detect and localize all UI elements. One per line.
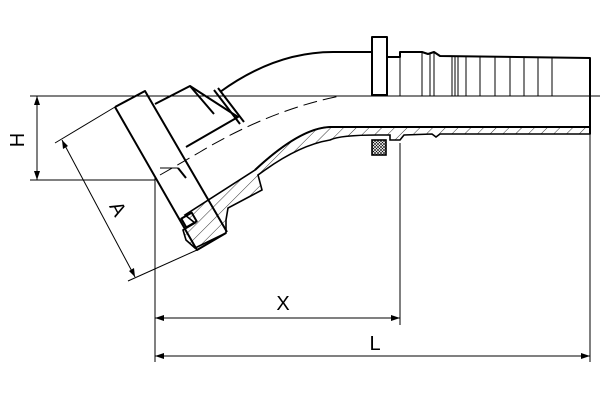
dimension-h-label: H [7,133,29,147]
tail-ribs [399,52,553,96]
centerline-bend [159,95,600,176]
dimension-x: X [155,293,400,321]
dimension-l-label: L [369,333,380,355]
dimension-h: H [7,96,155,181]
wall-section [182,126,591,249]
collar [371,36,388,96]
dimension-a: A [54,106,198,282]
o-ring-seal [371,139,387,156]
dimension-x-label: X [276,293,289,315]
hose-tail [387,51,591,134]
dimension-l: L [155,333,590,359]
elbow-outer-top [219,51,373,93]
dimension-a-label: A [104,198,130,221]
